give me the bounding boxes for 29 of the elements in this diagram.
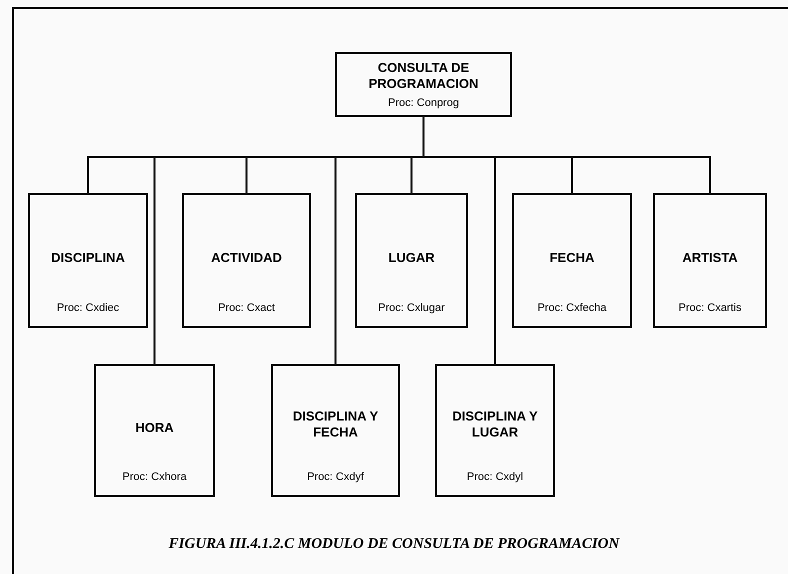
- procedure-name: Proc: Cxlugar: [377, 302, 446, 314]
- process-box: [28, 193, 148, 328]
- module-title: HORA: [134, 419, 175, 436]
- process-box: [435, 364, 555, 497]
- procedure-name: Proc: Cxartis: [678, 302, 742, 314]
- process-box: [182, 193, 311, 328]
- process-box: [94, 364, 215, 497]
- procedure-name: Proc: Conprog: [387, 97, 460, 109]
- module-title: LUGAR: [387, 249, 436, 266]
- process-box: [271, 364, 400, 497]
- module-title: DISCIPLINA Y FECHA: [292, 408, 380, 440]
- module-title: FECHA: [548, 249, 596, 266]
- module-title: CONSULTA DE PROGRAMACION: [368, 60, 480, 92]
- procedure-name: Proc: Cxdiec: [56, 302, 120, 314]
- module-title: DISCIPLINA: [50, 249, 126, 266]
- process-box: [653, 193, 767, 328]
- process-box: [335, 52, 512, 117]
- procedure-name: Proc: Cxdyl: [466, 471, 524, 483]
- procedure-name: Proc: Cxact: [217, 302, 276, 314]
- module-title: ACTIVIDAD: [210, 249, 283, 266]
- process-box: [512, 193, 632, 328]
- connector-line: [422, 117, 711, 193]
- figure-caption: FIGURA III.4.1.2.C MODULO DE CONSULTA DE PROGRAMACION: [168, 536, 621, 553]
- procedure-name: Proc: Cxhora: [121, 471, 188, 483]
- procedure-name: Proc: Cxdyf: [306, 471, 365, 483]
- module-title: DISCIPLINA Y LUGAR: [451, 408, 539, 440]
- procedure-name: Proc: Cxfecha: [536, 302, 608, 314]
- module-title: ARTISTA: [681, 249, 739, 266]
- process-box: [355, 193, 468, 328]
